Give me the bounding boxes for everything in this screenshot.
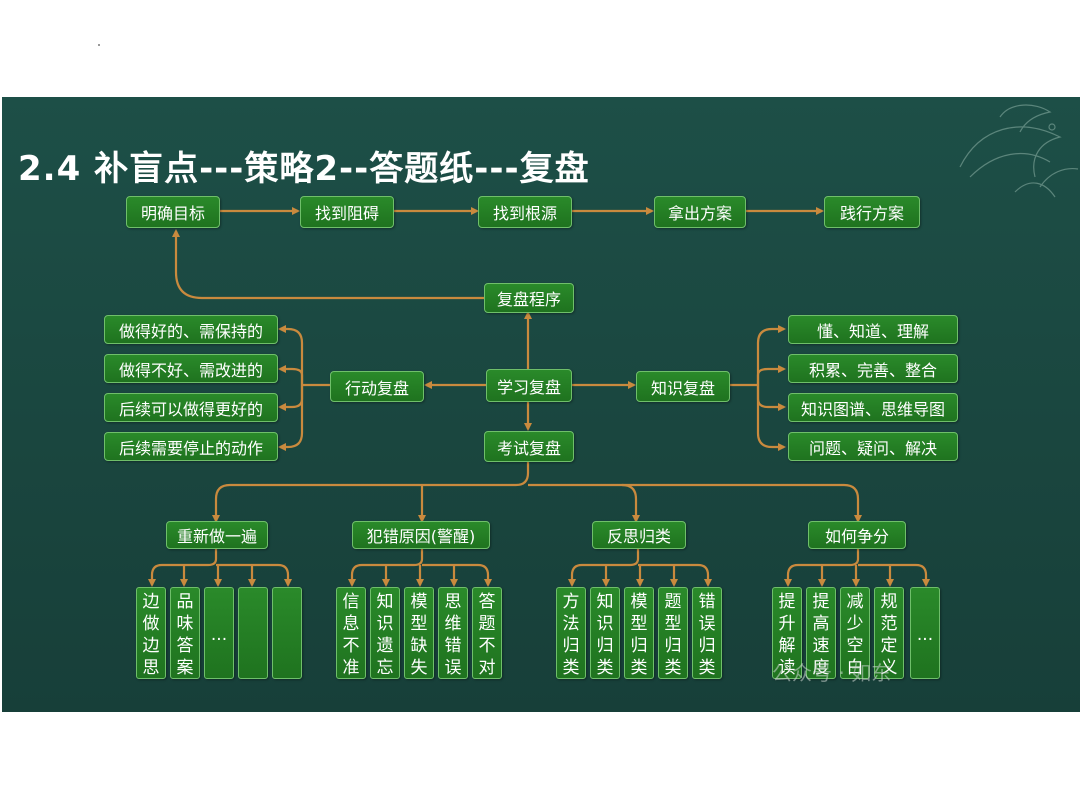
connector-lines: [148, 207, 930, 587]
leaf-box: 减少空白: [840, 587, 870, 679]
slide-title: 2.4 补盲点---策略2--答题纸---复盘: [18, 149, 590, 189]
leaf-box: 方法归类: [556, 587, 586, 679]
leaf-box: 模型缺失: [404, 587, 434, 679]
node-knowledge-review: 知识复盘: [636, 371, 730, 402]
leaf-box: 提升解读: [772, 587, 802, 679]
knowledge-item: 积累、完善、整合: [788, 354, 958, 383]
leaf-box: 题型归类: [658, 587, 688, 679]
action-item: 做得好的、需保持的: [104, 315, 278, 344]
flow-step-goal: 明确目标: [126, 196, 220, 228]
exam-group-score: 如何争分: [808, 521, 906, 549]
leaf-box: 模型归类: [624, 587, 654, 679]
action-item: 做得不好、需改进的: [104, 354, 278, 383]
flow-step-plan: 拿出方案: [654, 196, 746, 228]
node-action-review: 行动复盘: [330, 371, 424, 402]
node-review-program: 复盘程序: [484, 283, 574, 313]
phoenix-decoration-icon: [959, 104, 1079, 198]
leaf-box: 答题不对: [472, 587, 502, 679]
knowledge-item: 懂、知道、理解: [788, 315, 958, 344]
leaf-box: 信息不准: [336, 587, 366, 679]
leaf-box-empty: [238, 587, 268, 679]
leaf-box: 规范定义: [874, 587, 904, 679]
leaf-box: 错误归类: [692, 587, 722, 679]
exam-group-error-cause: 犯错原因(警醒): [352, 521, 490, 549]
leaf-box: 知识归类: [590, 587, 620, 679]
stray-dot: [98, 44, 100, 46]
flow-step-obstacle: 找到阻碍: [300, 196, 394, 228]
knowledge-item: 知识图谱、思维导图: [788, 393, 958, 422]
watermark-text: 公众号 · 如东: [772, 661, 892, 685]
flow-step-execute: 践行方案: [824, 196, 920, 228]
leaf-box-empty: [272, 587, 302, 679]
exam-group-redo: 重新做一遍: [166, 521, 268, 549]
flow-step-root-cause: 找到根源: [478, 196, 572, 228]
knowledge-item: 问题、疑问、解决: [788, 432, 958, 461]
leaf-box: ...: [910, 587, 940, 679]
leaf-box: 品味答案: [170, 587, 200, 679]
action-item: 后续需要停止的动作: [104, 432, 278, 461]
node-exam-review: 考试复盘: [484, 431, 574, 462]
leaf-box: 提高速度: [806, 587, 836, 679]
slide: 2.4 补盲点---策略2--答题纸---复盘: [2, 97, 1080, 712]
leaf-box: 知识遗忘: [370, 587, 400, 679]
action-item: 后续可以做得更好的: [104, 393, 278, 422]
leaf-box: 思维错误: [438, 587, 468, 679]
exam-group-reflect: 反思归类: [592, 521, 686, 549]
leaf-box: 边做边思: [136, 587, 166, 679]
node-study-review: 学习复盘: [486, 369, 572, 402]
leaf-box: ...: [204, 587, 234, 679]
